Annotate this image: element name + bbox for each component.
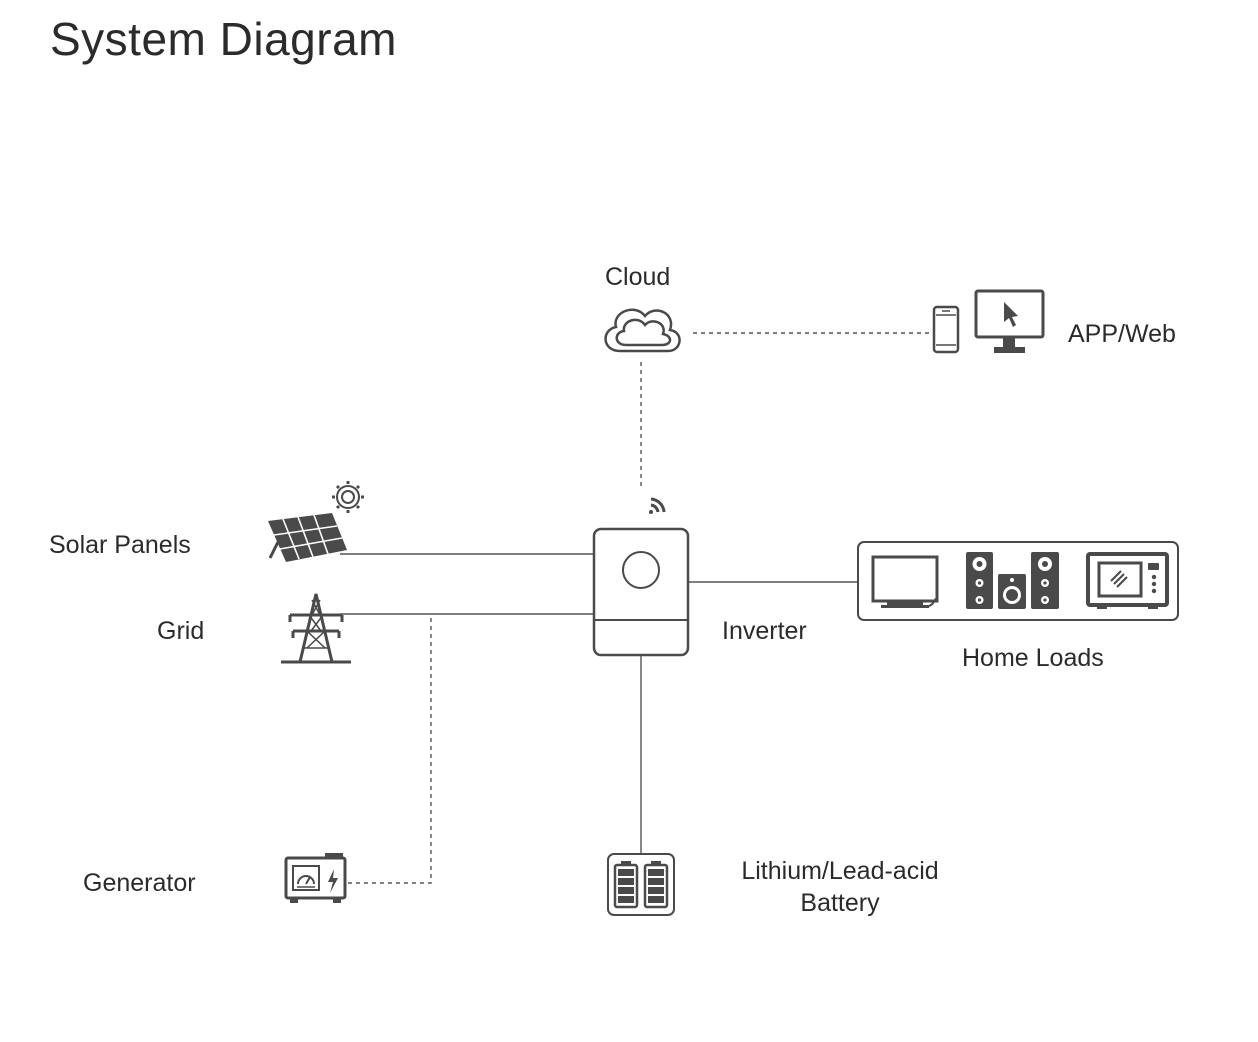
cloud-icon (604, 308, 681, 353)
connections (340, 332, 930, 884)
solar-panel-icon (268, 513, 347, 562)
page-title: System Diagram (50, 13, 397, 65)
speaker-right-icon (1031, 552, 1059, 609)
battery-label: Lithium/Lead-acid Battery (718, 855, 962, 919)
generator-icon (284, 853, 347, 903)
battery-label-line2: Battery (800, 889, 880, 917)
subwoofer-icon (998, 574, 1026, 609)
wifi-icon (649, 497, 666, 514)
phone-icon (932, 305, 960, 354)
sun-icon (332, 481, 364, 513)
generator-to-grid-link (348, 614, 432, 884)
monitor-icon (974, 289, 1045, 353)
app-web-label: APP/Web (1068, 320, 1176, 348)
inverter-label: Inverter (722, 617, 807, 645)
home-loads-label: Home Loads (962, 644, 1104, 672)
cloud-label: Cloud (605, 263, 671, 291)
grid-tower-icon (281, 593, 351, 664)
battery-label-line1: Lithium/Lead-acid (741, 857, 939, 885)
generator-label: Generator (83, 869, 196, 897)
inverter-icon (592, 527, 690, 657)
battery-icon (607, 853, 675, 916)
solar-panels-label: Solar Panels (49, 531, 191, 559)
grid-label: Grid (157, 617, 205, 645)
microwave-icon (1086, 552, 1169, 609)
speaker-left-icon (966, 552, 993, 609)
tv-icon (871, 555, 939, 608)
